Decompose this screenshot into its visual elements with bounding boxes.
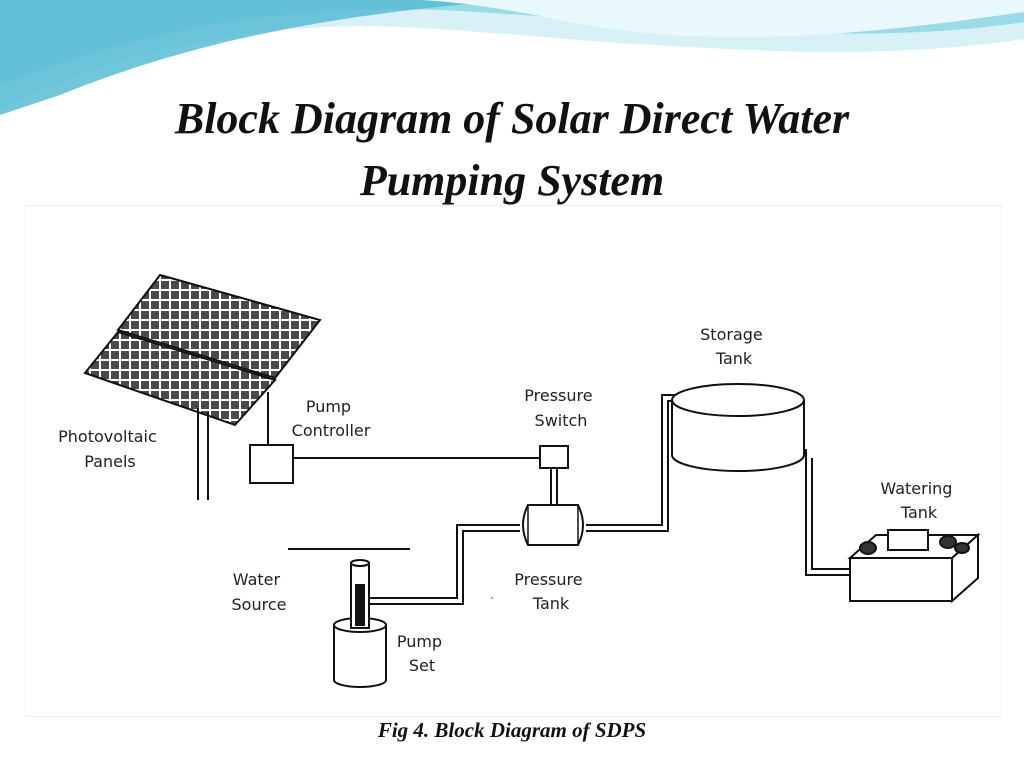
label-pump-controller: Pump Controller <box>292 397 371 440</box>
pump-controller-box <box>249 444 294 484</box>
pipe-storage-to-watering-tank <box>804 449 852 576</box>
pump-set <box>333 559 387 688</box>
photovoltaic-panels <box>83 273 322 500</box>
pressure-switch-box <box>539 445 569 469</box>
title-line-2: Pumping System <box>359 156 665 205</box>
label-pump-set: Pump Set <box>397 632 447 675</box>
figure-caption: Fig 4. Block Diagram of SDPS <box>377 718 647 742</box>
header-wave-decoration <box>0 0 1024 119</box>
stray-dot <box>491 597 493 599</box>
slide-title: Block Diagram of Solar Direct Water Pump… <box>60 88 964 212</box>
label-pressure-tank: Pressure Tank <box>514 570 587 613</box>
title-line-1: Block Diagram of Solar Direct Water <box>174 94 850 143</box>
pressure-tank <box>522 504 584 546</box>
pipe-pump-to-pressure-tank <box>370 524 520 605</box>
storage-tank <box>671 383 805 472</box>
label-photovoltaic-panels: Photovoltaic Panels <box>58 427 162 471</box>
label-water-source: Water Source <box>232 570 287 614</box>
watering-tank <box>847 529 981 604</box>
label-watering-tank: Watering Tank <box>880 479 957 522</box>
label-pressure-switch: Pressure Switch <box>524 386 597 430</box>
label-storage-tank: Storage Tank <box>700 325 768 368</box>
